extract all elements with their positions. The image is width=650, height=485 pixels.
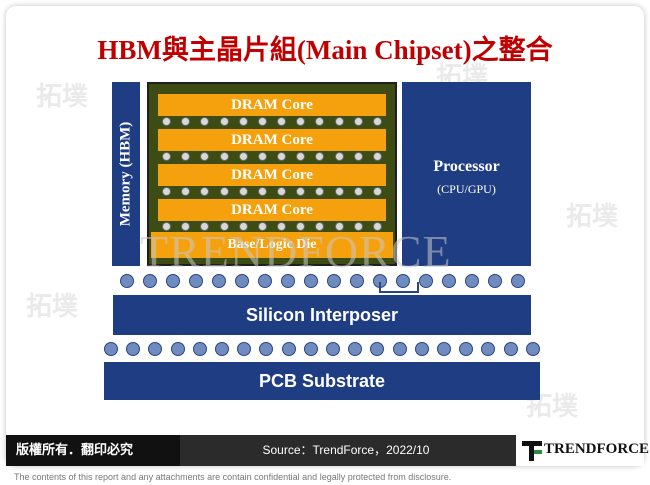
- pcb-substrate: PCB Substrate: [104, 362, 540, 400]
- disclaimer-text: The contents of this report and any atta…: [14, 472, 452, 482]
- microbump-row: [162, 187, 382, 197]
- dram-core-layer: DRAM Core: [158, 199, 386, 221]
- dram-core-layer: DRAM Core: [158, 94, 386, 116]
- bump-row-bottom: [104, 342, 540, 356]
- slide-title: HBM與主晶片組(Main Chipset)之整合: [97, 35, 553, 65]
- bump-row-top: [120, 274, 525, 288]
- copyright-label: 版權所有．翻印必究: [6, 435, 180, 466]
- watermark-mark: 拓墣: [566, 202, 619, 232]
- logo-text: TRENDFORCE: [544, 441, 650, 457]
- memory-hbm-block: Memory (HBM): [112, 82, 140, 266]
- processor-sublabel: (CPU/GPU): [437, 182, 496, 196]
- memory-label: Memory (HBM): [117, 121, 134, 227]
- trendforce-logo: TRENDFORCE: [516, 435, 649, 466]
- trendforce-watermark: TRENDFORCE: [140, 226, 452, 277]
- silicon-interposer: Silicon Interposer: [113, 295, 531, 335]
- watermark-mark: 拓墣: [26, 292, 79, 322]
- microbump-row: [162, 152, 382, 162]
- trendforce-logo-icon: [522, 441, 542, 461]
- dram-core-layer: DRAM Core: [158, 129, 386, 151]
- footer-bar: 版權所有．翻印必究 Source：TrendForce，2022/10 TREN…: [6, 435, 649, 466]
- interconnect-trace: [379, 282, 419, 293]
- microbump-row: [162, 117, 382, 127]
- processor-block: Processor (CPU/GPU): [402, 82, 531, 266]
- base-logic-die: Base/Logic Die: [151, 232, 393, 258]
- watermark-mark: 拓墣: [36, 82, 89, 112]
- processor-label: Processor: [433, 158, 500, 175]
- source-label: Source：TrendForce，2022/10: [262, 443, 430, 457]
- microbump-row: [162, 222, 382, 232]
- dram-core-layer: DRAM Core: [158, 164, 386, 186]
